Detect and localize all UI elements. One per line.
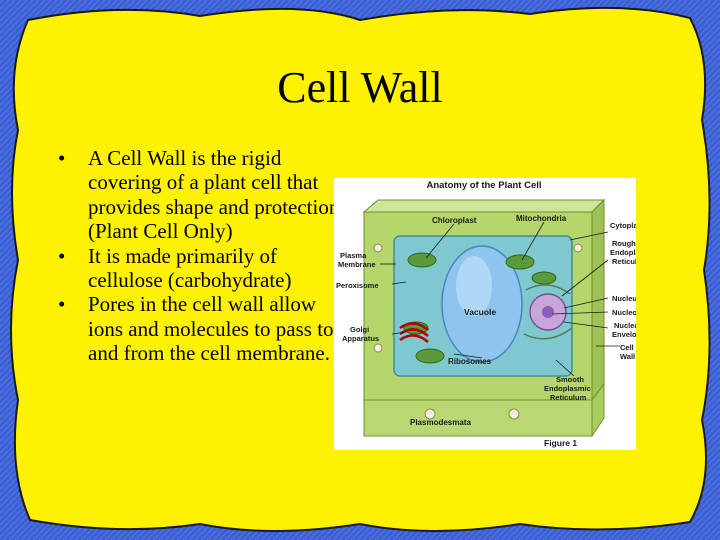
label-cell-wall-2: Wall	[620, 352, 635, 361]
label-peroxisome: Peroxisome	[336, 281, 379, 290]
plant-cell-figure: Anatomy of the Plant Cell	[334, 178, 636, 450]
bullet-item: • It is made primarily of cellulose (carb…	[58, 244, 340, 293]
label-rough-er: Rough	[612, 239, 636, 248]
label-nucleus: Nucleus	[612, 294, 636, 303]
bullet-text: It is made primarily of cellulose (carbo…	[88, 243, 292, 293]
label-nucleolus: Nucleolus	[612, 308, 636, 317]
label-ribosomes: Ribosomes	[448, 357, 492, 366]
bullet-text: A Cell Wall is the rigid covering of a p…	[88, 146, 340, 244]
label-plasmodesmata: Plasmodesmata	[410, 418, 471, 427]
bullet-item: • A Cell Wall is the rigid covering of a …	[58, 146, 340, 244]
figure-title: Anatomy of the Plant Cell	[426, 180, 541, 191]
bullet-dot: •	[58, 243, 66, 268]
label-cytoplasm: Cytoplasm	[610, 221, 636, 230]
label-cell-wall: Cell	[620, 343, 634, 352]
label-nuclear-envelope: Nuclear	[614, 321, 636, 330]
label-nuclear-envelope-2: Envelope	[612, 330, 636, 339]
slide-title: Cell Wall	[277, 63, 443, 112]
label-smooth-er: Smooth	[556, 375, 584, 384]
bullet-list: • A Cell Wall is the rigid covering of a …	[58, 146, 340, 366]
plant-cell-diagram: Anatomy of the Plant Cell	[336, 180, 636, 448]
label-chloroplast: Chloroplast	[432, 216, 477, 225]
figure-caption: Figure 1	[544, 438, 577, 448]
bullet-dot: •	[58, 146, 66, 170]
bullet-item: • Pores in the cell wall allow ions and m…	[58, 292, 340, 365]
label-golgi-2: Apparatus	[342, 334, 379, 343]
plasmodesmata-shapes	[373, 243, 583, 420]
bullet-text: Pores in the cell wall allow ions and mo…	[88, 292, 334, 366]
label-vacuole: Vacuole	[464, 307, 496, 317]
label-mitochondria: Mitochondria	[516, 214, 567, 223]
bullet-dot: •	[58, 292, 66, 317]
label-plasma-membrane: Plasma	[340, 251, 367, 260]
label-rough-er-2: Endoplasmic	[610, 248, 636, 257]
label-golgi: Golgi	[350, 325, 369, 334]
leader-lines	[380, 221, 620, 377]
label-rough-er-3: Reticulum	[612, 257, 636, 266]
label-smooth-er-3: Reticulum	[550, 393, 587, 402]
label-plasma-membrane-2: Membrane	[338, 260, 376, 269]
label-smooth-er-2: Endoplasmic	[544, 384, 591, 393]
